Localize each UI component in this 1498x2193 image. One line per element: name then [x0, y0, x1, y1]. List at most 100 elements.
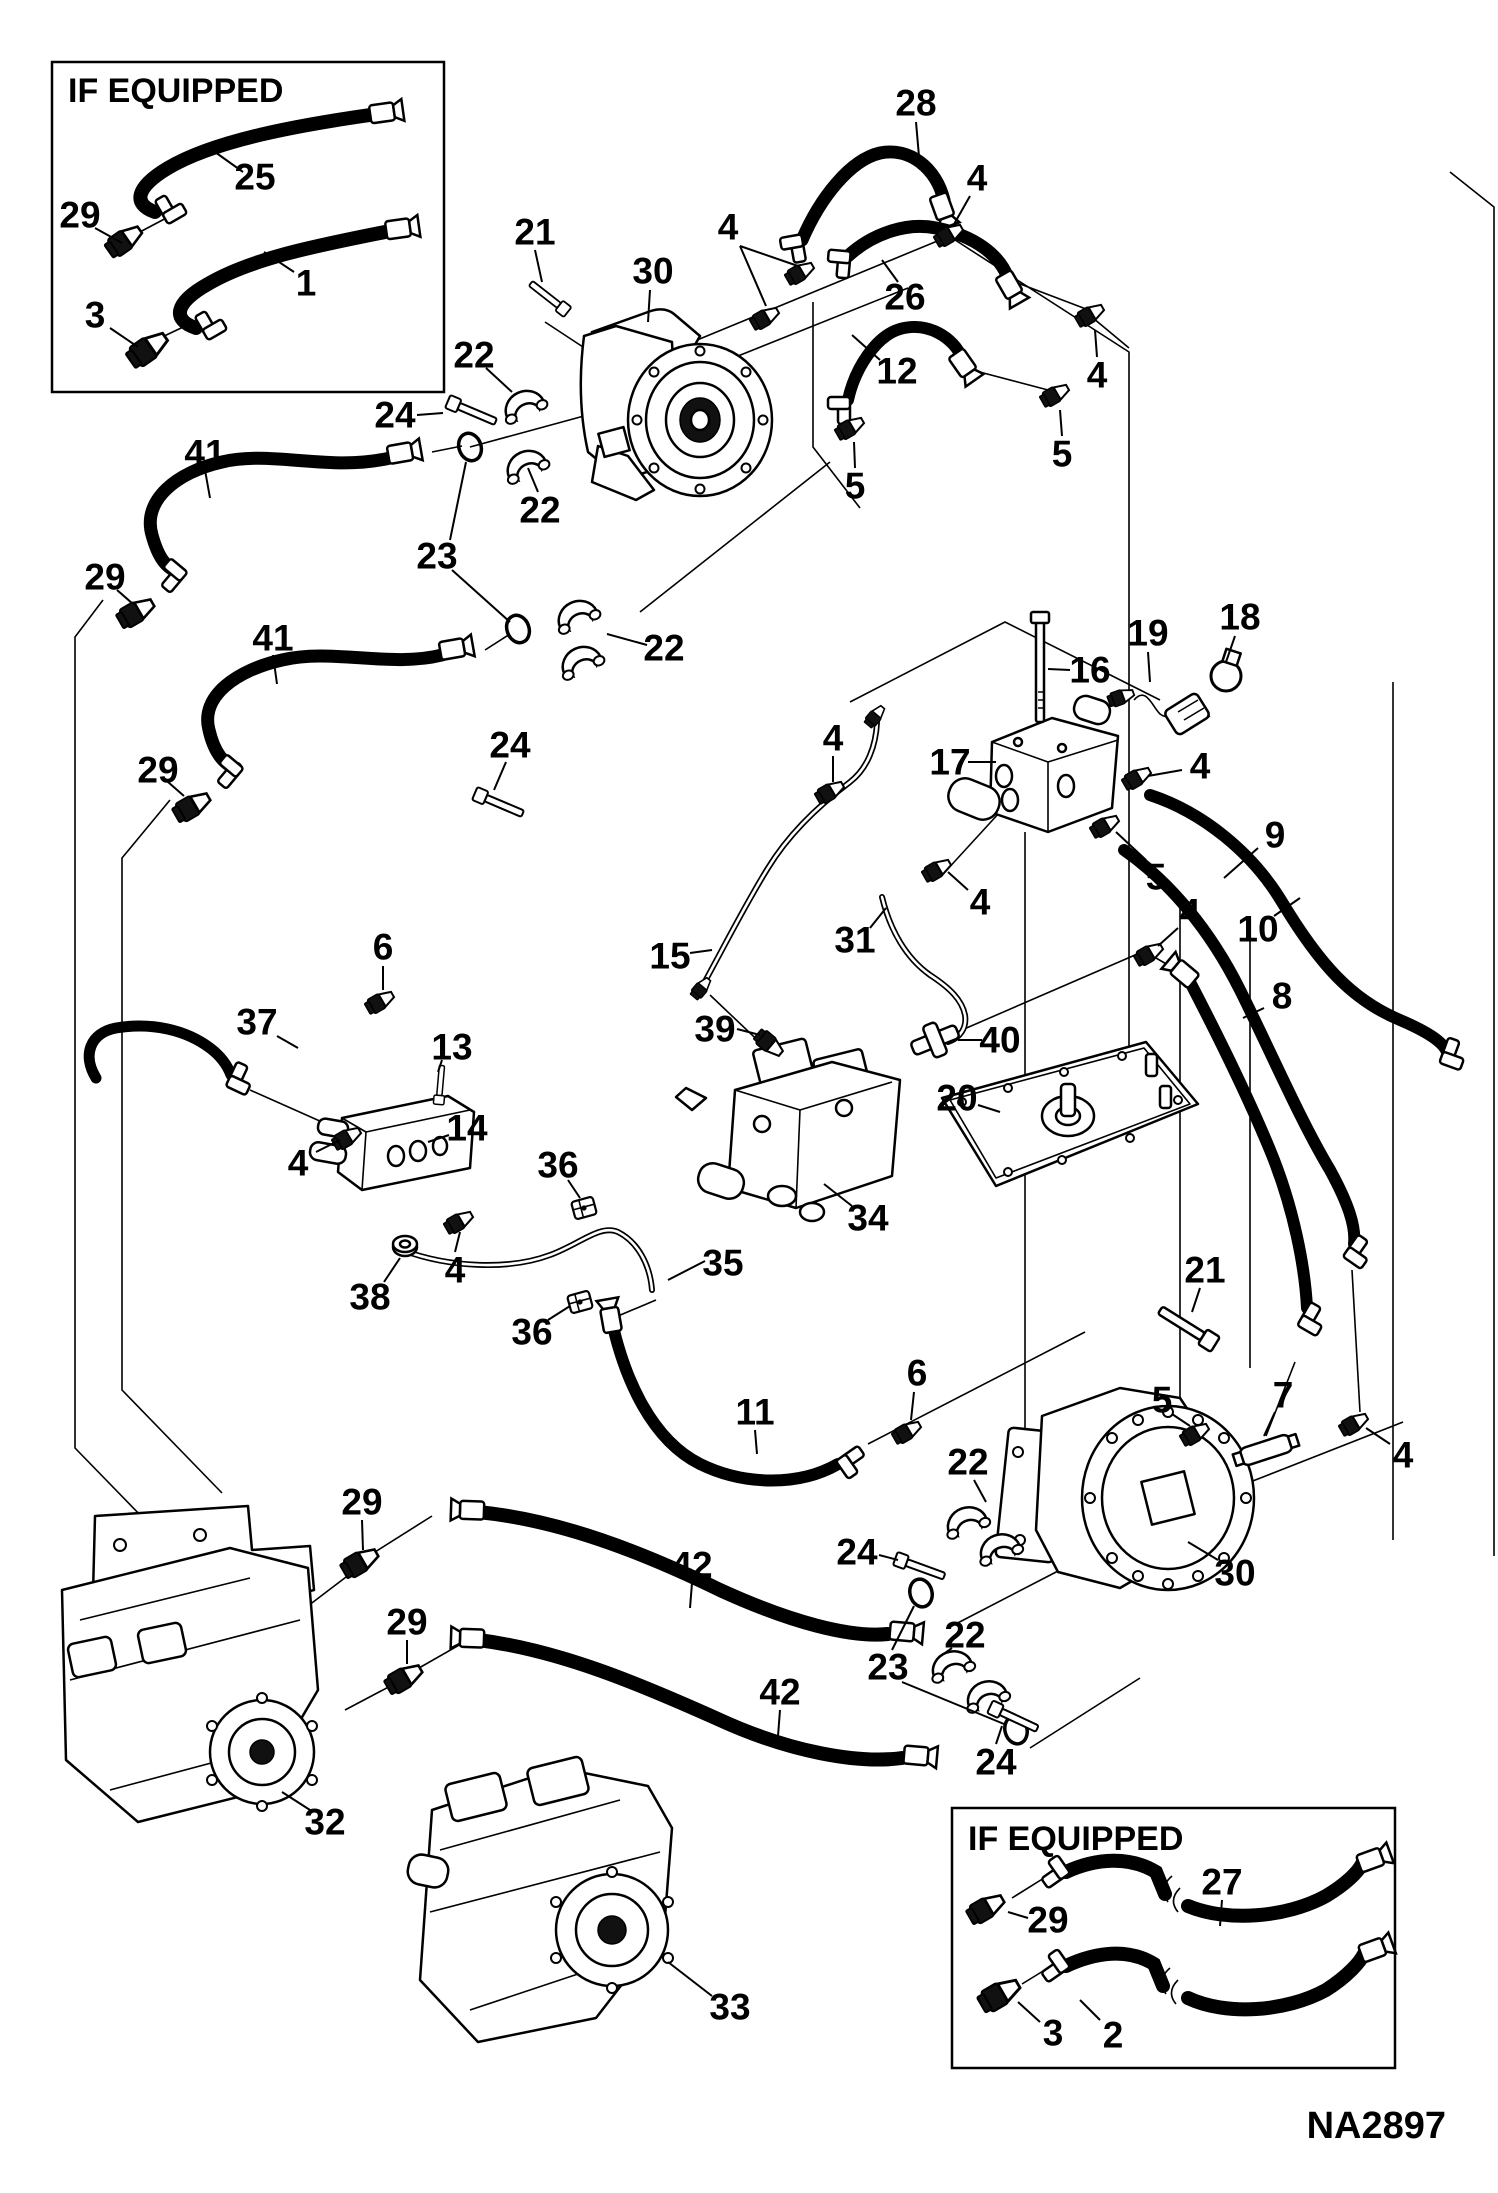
leader-line-22	[527, 467, 539, 493]
callout-39: 39	[694, 1009, 735, 1050]
bolt-24	[444, 393, 500, 430]
callout-32: 32	[304, 1802, 345, 1843]
bolt-24	[471, 785, 527, 822]
leader-line-6	[910, 1391, 915, 1421]
clamp-22	[549, 592, 604, 637]
fitting-29	[381, 1658, 427, 1699]
hose-1	[173, 225, 392, 335]
valve-17	[947, 694, 1120, 834]
fitting-5	[1037, 379, 1073, 410]
if-equipped-box-2: IF EQUIPPED	[950, 1806, 1397, 2070]
fitting-6	[889, 1416, 925, 1447]
callout-24: 24	[374, 395, 416, 436]
leader-line-28	[915, 121, 921, 169]
leader-line-13	[437, 1059, 443, 1073]
leader-line-4	[1094, 329, 1098, 358]
callout-21: 21	[1184, 1250, 1225, 1291]
leader-line-4	[739, 245, 767, 307]
callout-29: 29	[341, 1482, 382, 1523]
fitting-29	[963, 1888, 1009, 1929]
callout-24: 24	[489, 725, 531, 766]
leader-line-29	[94, 227, 123, 244]
callout-8: 8	[1272, 976, 1293, 1017]
hose-11	[606, 1316, 844, 1487]
callout-10: 10	[1237, 909, 1278, 950]
hose-27-left	[1059, 1853, 1172, 1901]
hose-42b	[471, 1633, 909, 1767]
bolt-24	[986, 1699, 1042, 1737]
motor-30-top	[579, 308, 774, 502]
callout-6: 6	[373, 927, 394, 968]
leader-line-4	[952, 195, 971, 227]
leader-line-4	[315, 1139, 341, 1153]
hose-25	[133, 108, 377, 219]
callout-4: 4	[970, 882, 991, 923]
figure-code: NA2897	[1307, 2105, 1446, 2147]
callout-23: 23	[867, 1647, 908, 1688]
callout-13: 13	[431, 1027, 472, 1068]
callout-1: 1	[296, 263, 317, 304]
callout-2: 2	[1103, 2015, 1124, 2056]
callout-17: 17	[929, 742, 970, 783]
hose-41b	[201, 648, 449, 775]
leader-line-24	[416, 412, 444, 416]
hose-26	[841, 219, 1015, 285]
leader-line-11	[754, 1429, 758, 1455]
leader-line-1	[263, 251, 295, 273]
clip-36	[565, 1289, 595, 1315]
if-equipped-label-2: IF EQUIPPED	[968, 1820, 1183, 1858]
hose-12	[842, 321, 968, 406]
pump-33	[406, 1755, 674, 2044]
callout-20: 20	[936, 1078, 977, 1119]
callout-22: 22	[947, 1442, 988, 1483]
leader-line-19	[1147, 651, 1151, 683]
callout-14: 14	[446, 1108, 488, 1149]
bolt-21	[525, 277, 573, 319]
hose-9	[1144, 789, 1453, 1058]
leader-line-4	[454, 1231, 461, 1253]
callout-18: 18	[1219, 597, 1260, 638]
clip-36	[569, 1195, 599, 1221]
leader-line-39	[736, 1028, 761, 1036]
callout-15: 15	[649, 936, 690, 977]
clamp-18	[1209, 647, 1243, 693]
leader-line-34	[823, 1183, 853, 1207]
callout-36: 36	[537, 1145, 578, 1186]
hose-27-right	[1181, 1857, 1369, 1923]
callout-26: 26	[884, 277, 925, 318]
plate-20	[940, 1040, 1200, 1188]
hose-37	[83, 1020, 237, 1084]
leader-line-5	[853, 441, 856, 469]
leader-line-36	[547, 1305, 571, 1321]
leader-line-41	[204, 469, 211, 499]
callout-5: 5	[1052, 434, 1073, 475]
hose-2-left	[1059, 1946, 1170, 1993]
callout-3: 3	[85, 295, 106, 336]
leader-line-38	[383, 1257, 401, 1283]
callout-21: 21	[514, 212, 555, 253]
leader-line-23	[451, 569, 511, 623]
callout-29: 29	[386, 1602, 427, 1643]
tubes	[399, 719, 969, 1293]
fitting-29	[113, 592, 159, 633]
fitting-3	[122, 325, 174, 372]
callout-4: 4	[1393, 1435, 1414, 1476]
callout-3: 3	[1043, 2013, 1064, 2054]
callout-28: 28	[895, 83, 936, 124]
if-equipped-box-1: IF EQUIPPED	[50, 60, 446, 394]
clamp-22	[496, 382, 551, 427]
callout-4: 4	[288, 1143, 309, 1184]
callout-25: 25	[234, 157, 275, 198]
leader-line-21	[534, 249, 543, 283]
leader-line-3	[1017, 2001, 1041, 2023]
leader-line-22	[973, 1479, 987, 1503]
callout-4: 4	[1190, 746, 1211, 787]
callout-41: 41	[252, 618, 293, 659]
hose-8	[1184, 976, 1313, 1314]
fitting-4	[1119, 762, 1155, 793]
leader-line-24	[493, 761, 507, 791]
leader-line-22	[485, 367, 513, 393]
leader-line-15	[689, 949, 713, 954]
callout-29: 29	[84, 557, 125, 598]
